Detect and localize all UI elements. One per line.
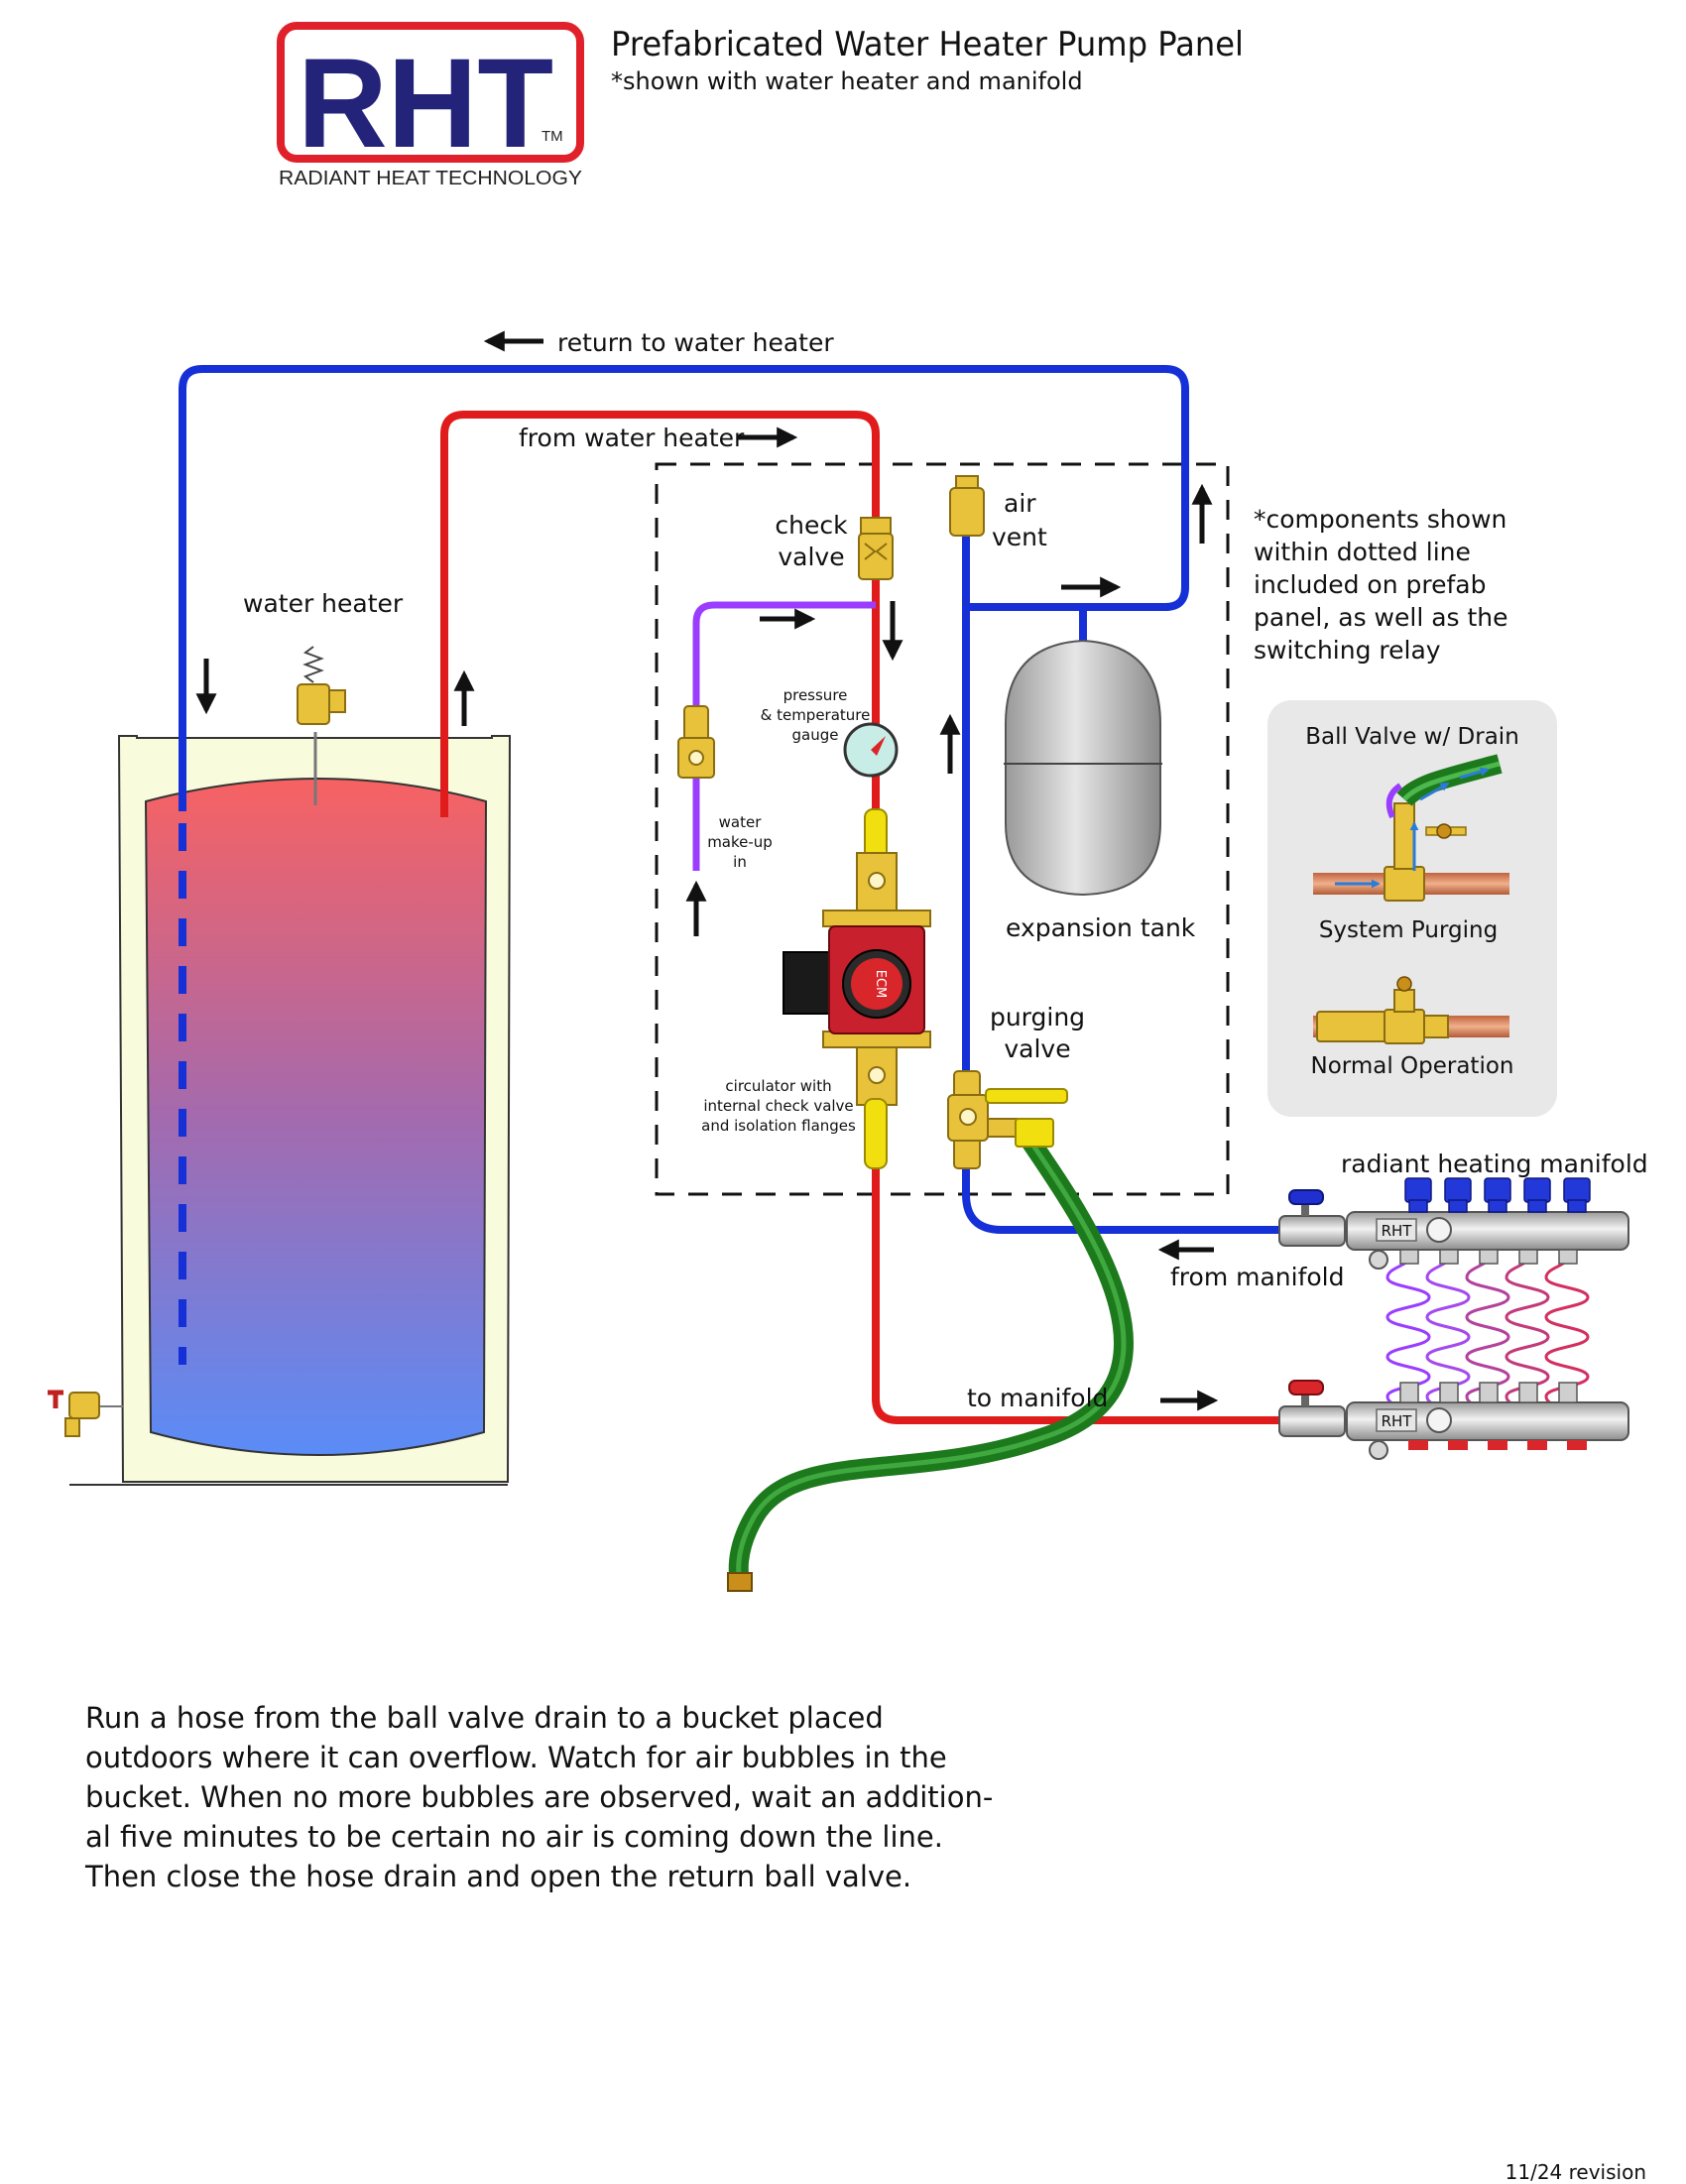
logo-subtitle: RADIANT HEAT TECHNOLOGY (279, 168, 582, 189)
label-gauge-3: gauge (792, 726, 839, 744)
logo-letters: RHT (298, 33, 553, 175)
purging-valve-icon (947, 1070, 1068, 1169)
water-heater (48, 646, 512, 1486)
note-line-3: included on prefab (1254, 570, 1486, 599)
label-from-water-heater: from water heater (519, 424, 745, 452)
label-makeup-1: water (719, 813, 763, 831)
rht-logo: RHT TM RADIANT HEAT TECHNOLOGY (277, 22, 584, 189)
instructions-line-1: Run a hose from the ball valve drain to … (85, 1701, 884, 1735)
label-makeup-3: in (733, 853, 747, 871)
expansion-tank (1004, 639, 1162, 897)
lower-isolation-valve-icon (822, 1031, 931, 1169)
circulator-badge: ECM (873, 970, 888, 999)
drain-hose (728, 1133, 1134, 1589)
instructions-line-4: al five minutes to be certain no air is … (85, 1820, 943, 1854)
system-purging-illustration (1313, 754, 1509, 902)
label-return-to-water-heater: return to water heater (557, 328, 834, 357)
hose-fitting-icon (727, 1572, 753, 1592)
label-circulator-3: and isolation flanges (701, 1117, 856, 1135)
upper-isolation-valve-icon (822, 808, 931, 927)
label-purging-valve-1: purging (990, 1003, 1085, 1031)
note-line-1: *components shown (1254, 505, 1506, 534)
label-check-valve-1: check (775, 511, 848, 540)
instructions-paragraph: Run a hose from the ball valve drain to … (85, 1698, 994, 1896)
supply-manifold: RHT (1278, 1380, 1629, 1460)
note-line-2: within dotted line (1254, 538, 1471, 566)
instructions-line-3: bucket. When no more bubbles are observe… (85, 1780, 994, 1814)
label-radiant-manifold: radiant heating manifold (1341, 1150, 1648, 1178)
page-title: Prefabricated Water Heater Pump Panel (611, 25, 1244, 64)
panel-note: *components shown within dotted line inc… (1254, 505, 1508, 665)
makeup-water-pipe (692, 601, 876, 871)
label-air-vent-1: air (1004, 489, 1036, 518)
label-circulator-2: internal check valve (703, 1097, 853, 1115)
inset-purging-caption: System Purging (1319, 917, 1498, 943)
radiant-heating-manifold: RHT RHT (1278, 1177, 1629, 1460)
supply-pipe (440, 411, 1279, 1424)
air-vent-icon (949, 475, 985, 537)
instructions-line-2: outdoors where it can overflow. Watch fo… (85, 1741, 947, 1774)
drain-hose-highlight (736, 1140, 1127, 1582)
label-air-vent-2: vent (992, 523, 1047, 551)
page-subtitle: *shown with water heater and manifold (611, 67, 1083, 95)
instructions-line-5: Then close the hose drain and open the r… (85, 1860, 912, 1893)
label-from-manifold: from manifold (1170, 1263, 1345, 1291)
radiant-loops (1385, 1257, 1590, 1417)
logo-frame (277, 22, 584, 163)
revision-note: 11/24 revision (1505, 2160, 1646, 2184)
label-to-manifold: to manifold (967, 1384, 1108, 1412)
label-gauge-1: pressure (783, 686, 848, 704)
normal-operation-illustration (1313, 976, 1509, 1044)
label-makeup-2: make-up (707, 833, 773, 851)
drain-valve-icon (48, 1390, 123, 1437)
prefab-panel-outline (655, 462, 1230, 1196)
return-pipe (179, 365, 1189, 811)
label-gauge-2: & temperature (761, 706, 871, 724)
inset-title: Ball Valve w/ Drain (1305, 724, 1519, 750)
logo-trademark: TM (542, 128, 563, 145)
label-check-valve-2: valve (778, 543, 844, 571)
flow-arrows (195, 330, 1219, 1411)
panel-return-pipe (962, 607, 1279, 1234)
makeup-ball-valve-icon (677, 705, 715, 779)
manifold-badge-bottom: RHT (1382, 1412, 1413, 1430)
relief-valve-icon (297, 646, 346, 805)
check-valve-icon (858, 517, 894, 580)
expansion-tank-body (1005, 639, 1161, 897)
inset-normal-caption: Normal Operation (1311, 1053, 1514, 1079)
ball-valve-inset: Ball Valve w/ Drain System Purging N (1267, 700, 1557, 1117)
note-line-4: panel, as well as the (1254, 603, 1508, 632)
label-expansion-tank: expansion tank (1006, 913, 1196, 942)
label-circulator-1: circulator with (725, 1077, 831, 1095)
pressure-temperature-gauge-icon (843, 722, 899, 778)
water-heater-tank (144, 778, 488, 1456)
return-manifold: RHT (1278, 1177, 1629, 1270)
label-purging-valve-2: valve (1004, 1034, 1070, 1063)
label-water-heater: water heater (243, 589, 404, 618)
manifold-badge-top: RHT (1382, 1222, 1413, 1240)
circulator-pump: ECM (783, 925, 925, 1034)
note-line-5: switching relay (1254, 636, 1441, 665)
